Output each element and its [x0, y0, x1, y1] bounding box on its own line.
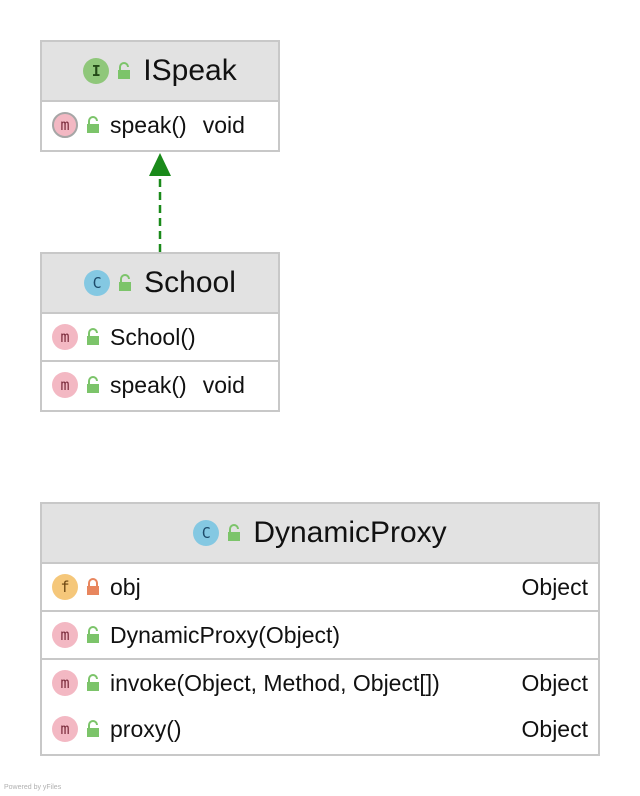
dynamicproxy-fields: f obj Object: [42, 564, 598, 612]
field-icon: f: [52, 574, 78, 600]
abstract-method-icon: m: [52, 112, 78, 138]
interface-icon: I: [83, 58, 110, 84]
method-name: speak(): [110, 371, 187, 398]
ispeak-method-row[interactable]: m speak() void: [42, 102, 278, 148]
school-class-box[interactable]: C School m School() m speak() void: [40, 252, 280, 412]
ispeak-interface-box[interactable]: I ISpeak m speak() void: [40, 40, 280, 152]
ispeak-methods: m speak() void: [42, 102, 278, 148]
unlocked-padlock-icon: [118, 62, 131, 79]
method-icon: m: [52, 670, 78, 696]
ispeak-title: ISpeak: [143, 54, 237, 87]
powered-by-footer: Powered by yFiles: [4, 784, 62, 791]
ispeak-header: I ISpeak: [42, 42, 278, 102]
locked-padlock-icon: [87, 578, 99, 595]
method-icon: m: [52, 324, 78, 350]
method-icon: m: [52, 716, 78, 742]
school-constructor-row[interactable]: m School(): [42, 314, 278, 360]
school-method-row[interactable]: m speak() void: [42, 362, 278, 408]
class-icon: C: [193, 520, 220, 546]
dynamicproxy-title: DynamicProxy: [253, 516, 447, 549]
constructor-name: DynamicProxy(Object): [110, 621, 341, 648]
method-name: speak(): [110, 111, 187, 138]
unlocked-padlock-icon: [87, 116, 99, 133]
unlocked-padlock-icon: [228, 524, 241, 541]
dynamicproxy-header: C DynamicProxy: [42, 504, 598, 564]
school-methods: m speak() void: [42, 362, 278, 408]
school-title: School: [144, 266, 236, 299]
dynamicproxy-constructor-row[interactable]: m DynamicProxy(Object): [42, 612, 598, 658]
unlocked-padlock-icon: [87, 626, 99, 643]
method-icon: m: [52, 372, 78, 398]
method-name: invoke(Object, Method, Object[]): [110, 669, 440, 696]
field-name: obj: [110, 573, 141, 600]
unlocked-padlock-icon: [87, 720, 99, 737]
unlocked-padlock-icon: [87, 328, 99, 345]
class-icon: C: [84, 270, 111, 296]
dynamicproxy-methods: m invoke(Object, Method, Object[]) Objec…: [42, 660, 598, 752]
realization-arrowhead: [149, 153, 171, 176]
dynamicproxy-method-row[interactable]: m proxy() Object: [42, 706, 598, 752]
field-type: Object: [521, 573, 588, 600]
method-icon: m: [52, 622, 78, 648]
school-header: C School: [42, 254, 278, 314]
unlocked-padlock-icon: [119, 274, 132, 291]
unlocked-padlock-icon: [87, 376, 99, 393]
method-type: void: [202, 371, 245, 398]
method-type: void: [202, 111, 245, 138]
dynamicproxy-constructors: m DynamicProxy(Object): [42, 612, 598, 660]
dynamicproxy-field-row[interactable]: f obj Object: [42, 564, 598, 610]
dynamicproxy-class-box[interactable]: C DynamicProxy f obj Object m DynamicPro…: [40, 502, 600, 756]
school-constructors: m School(): [42, 314, 278, 362]
unlocked-padlock-icon: [87, 674, 99, 691]
method-type: Object: [521, 715, 588, 742]
constructor-name: School(): [110, 323, 196, 350]
method-type: Object: [521, 669, 588, 696]
method-name: proxy(): [110, 715, 182, 742]
dynamicproxy-method-row[interactable]: m invoke(Object, Method, Object[]) Objec…: [42, 660, 598, 706]
